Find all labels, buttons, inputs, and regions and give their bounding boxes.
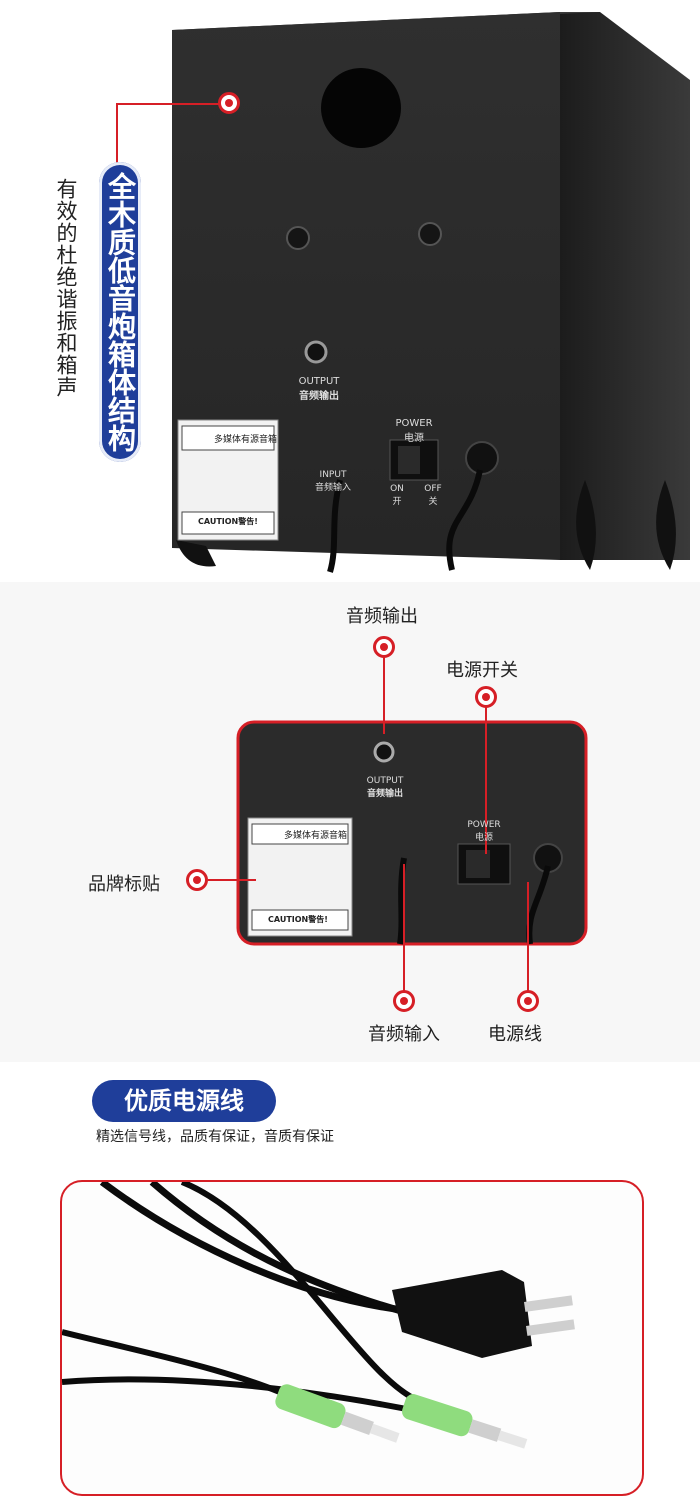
cable-section: 优质电源线 精选信号线，品质有保证，音质有保证 [0,1062,700,1500]
closeup-sticker-caution: CAUTION警告! [268,915,328,924]
output-label: OUTPUT 音频输出 [298,376,340,402]
callout-line-h [116,103,220,105]
cable-illustration [62,1182,575,1449]
power-off-label: OFF 关 [424,484,442,507]
hero-section: OUTPUT 音频输出 POWER 电源 ON 开 OFF 关 INPUT 音频… [0,0,700,582]
power-label: POWER 电源 [395,418,433,444]
dot-brand-sticker [186,869,208,891]
panel-detail-section: OUTPUT 音频输出 POWER 电源 多媒体有源音箱 CAUTION警告! … [0,582,700,1062]
callout-audio-in: 音频输入 [368,1024,440,1045]
panel-closeup [208,648,588,996]
callout-brand-sticker: 品牌标贴 [88,874,160,895]
callout-power-cord: 电源线 [488,1024,542,1045]
input-label: INPUT 音频输入 [314,470,351,493]
speaker-cabinet-back [172,12,690,573]
callout-line-v [116,103,118,163]
sticker-title: 多媒体有源音箱 [214,435,278,445]
callout-audio-out: 音频输出 [346,606,418,627]
dot-audio-in [393,990,415,1012]
callout-dot [218,92,240,114]
callout-power-switch: 电源开关 [446,660,518,681]
closeup-output-label: OUTPUT 音频输出 [366,776,404,799]
closeup-power-label: POWER 电源 [467,820,501,843]
cable-image-frame [60,1180,644,1496]
headline: 全木质低音炮箱体结构 [104,172,137,452]
power-on-label: ON 开 [390,484,404,507]
sticker-caution: CAUTION警告! [198,517,258,526]
dot-audio-out [373,636,395,658]
dot-power-cord [517,990,539,1012]
tagline: 有效的杜绝谐振和箱声 [54,178,78,398]
cable-subtitle: 精选信号线，品质有保证，音质有保证 [96,1129,334,1145]
cable-title: 优质电源线 [124,1087,244,1115]
closeup-sticker-title: 多媒体有源音箱 [284,831,348,841]
cable-title-pill [92,1080,276,1122]
dot-power-switch [475,686,497,708]
headline-pill [99,162,141,462]
